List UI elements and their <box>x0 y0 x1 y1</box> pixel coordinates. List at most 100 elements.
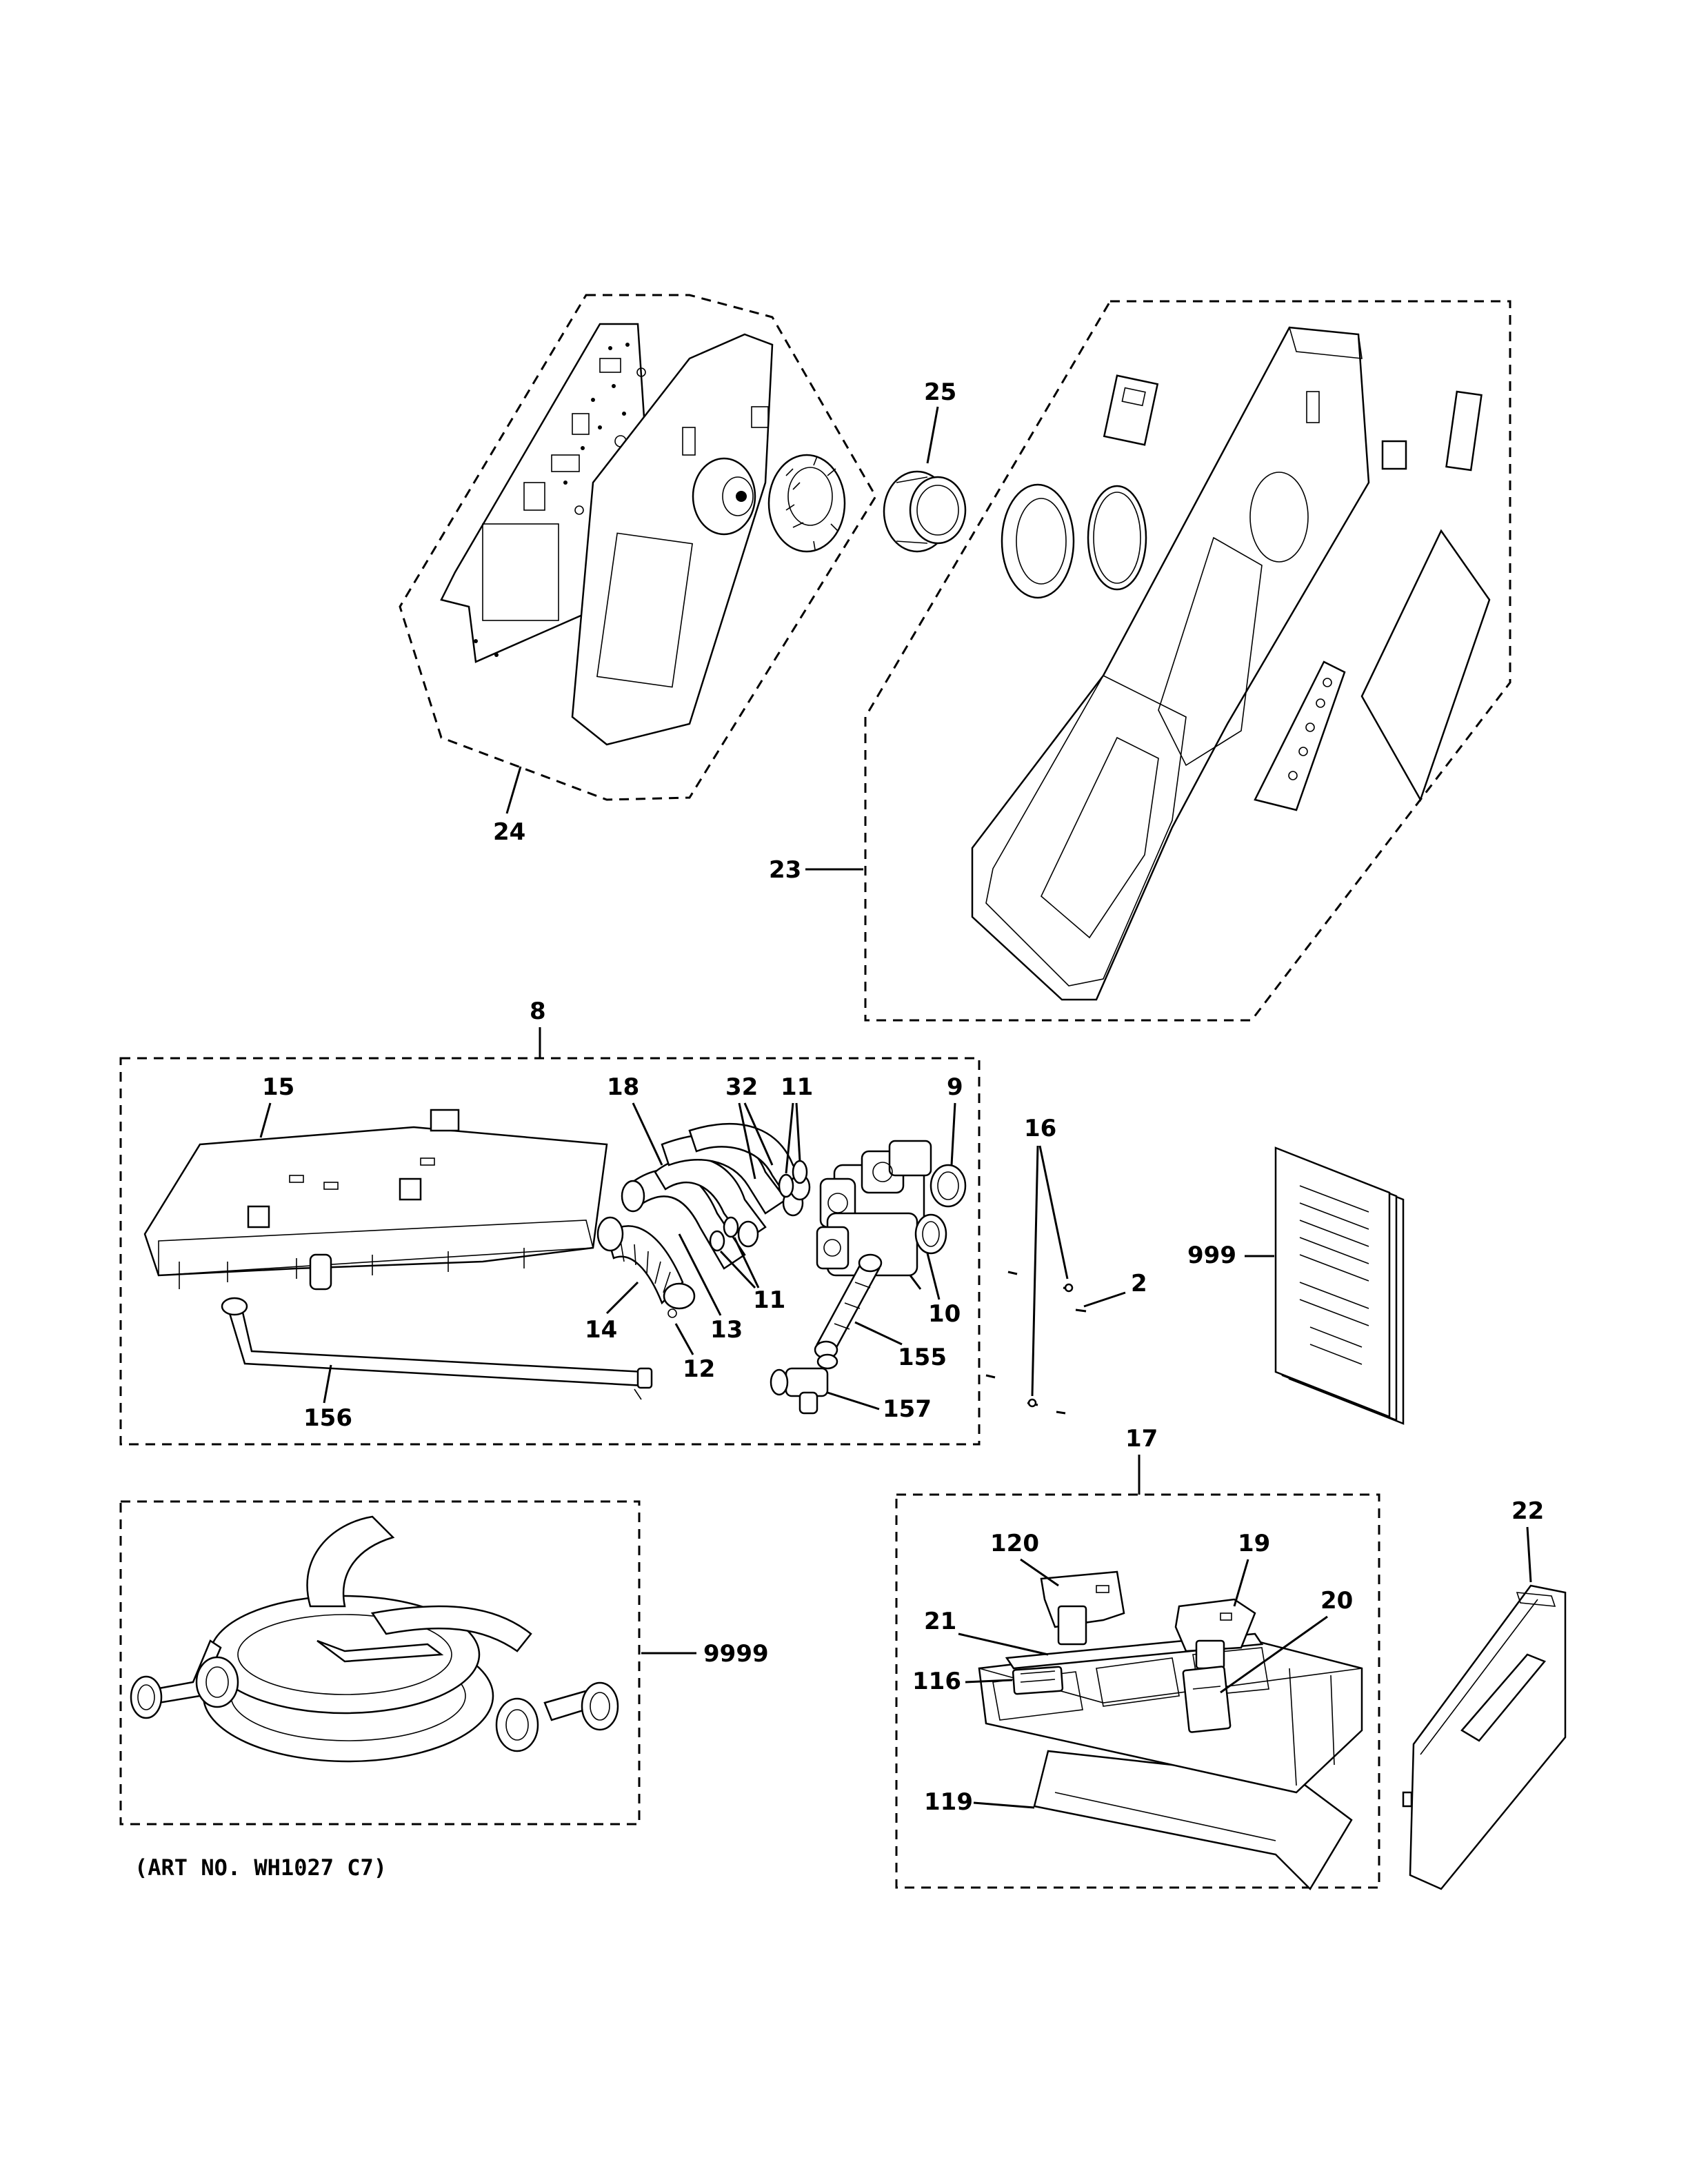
callout-156: 156 <box>303 1404 352 1432</box>
bezel-clip <box>751 406 769 428</box>
screws <box>985 1271 1087 1415</box>
manual-text-lines <box>1299 1185 1369 1365</box>
callout-22: 22 <box>1511 1497 1544 1525</box>
leader-20 <box>1220 1615 1328 1694</box>
bezel-slot <box>682 427 696 456</box>
leader-12 <box>674 1323 694 1355</box>
part-15-manifold <box>143 1109 608 1291</box>
part-10-water-valve <box>816 1212 947 1290</box>
leader-116 <box>965 1679 1013 1684</box>
panel-top-face <box>1288 327 1363 359</box>
knob-ring <box>767 454 846 553</box>
part-22-drawer-front <box>1402 1584 1567 1890</box>
callout-120: 120 <box>990 1530 1039 1557</box>
part-19-cup <box>1174 1598 1256 1670</box>
callout-24: 24 <box>493 818 525 846</box>
part-11-clamps <box>709 1160 808 1252</box>
leader-19 <box>1233 1559 1249 1607</box>
callout-14: 14 <box>585 1316 617 1344</box>
leader-119 <box>973 1801 1035 1809</box>
knob-bezel-ring <box>1001 483 1075 599</box>
group-17-boundary <box>895 1493 1380 1889</box>
callout-155: 155 <box>898 1344 947 1371</box>
callout-11-bottom: 11 <box>753 1286 785 1314</box>
callout-116: 116 <box>912 1668 961 1695</box>
leader-156 <box>323 1364 332 1404</box>
part-156-tube <box>221 1297 653 1400</box>
callout-16: 16 <box>1024 1115 1056 1142</box>
part-999-manual <box>1274 1146 1405 1425</box>
callout-13: 13 <box>710 1316 743 1344</box>
leader-10 <box>926 1253 941 1300</box>
leader-2 <box>1083 1291 1126 1308</box>
callout-21: 21 <box>924 1608 956 1635</box>
leader-15 <box>259 1102 272 1138</box>
leader-22 <box>1526 1526 1532 1583</box>
panel-knob-hole <box>1249 472 1309 563</box>
callout-32: 32 <box>725 1073 758 1101</box>
callout-17: 17 <box>1125 1425 1158 1453</box>
callout-11-top: 11 <box>781 1073 813 1101</box>
callout-10: 10 <box>928 1300 961 1328</box>
leader-32b <box>743 1102 774 1166</box>
group-23-control-panel <box>864 300 1511 1022</box>
leader-9 <box>950 1102 956 1166</box>
group-23-boundary <box>864 300 1511 1022</box>
manifold-tab <box>430 1109 460 1132</box>
art-number: (ART NO. WH1027 C7) <box>134 1854 387 1881</box>
callout-999: 999 <box>1187 1242 1236 1269</box>
panel-badge <box>1306 391 1320 423</box>
leader-157 <box>827 1391 880 1410</box>
knob-ring-ribs <box>785 456 838 550</box>
manifold-ribs <box>179 1248 525 1289</box>
group-9999-boundary <box>119 1500 641 1826</box>
callout-25: 25 <box>924 378 956 406</box>
group-24-boundary <box>399 294 877 801</box>
display-cover <box>1360 529 1491 802</box>
callout-15: 15 <box>262 1073 294 1101</box>
leader-155 <box>854 1321 903 1346</box>
leader-16b <box>1031 1145 1039 1397</box>
button-strip-buttons <box>1288 678 1332 780</box>
callout-119: 119 <box>924 1788 973 1816</box>
leader-13 <box>678 1233 722 1316</box>
part-20-siphon <box>1182 1666 1232 1733</box>
leader-120 <box>1020 1558 1059 1587</box>
part-25-knob <box>883 470 967 553</box>
part-120-cup <box>1040 1570 1125 1646</box>
leader-11c <box>719 1250 756 1289</box>
callout-12: 12 <box>683 1355 715 1383</box>
group-8-boundary <box>119 1057 981 1446</box>
callout-18: 18 <box>607 1073 639 1101</box>
part-9999-inlet-hoses <box>130 1515 619 1763</box>
latch-part-c <box>1445 390 1483 472</box>
callout-19: 19 <box>1238 1530 1270 1557</box>
callout-9: 9 <box>947 1073 963 1101</box>
callout-20: 20 <box>1320 1587 1353 1615</box>
manifold-outlet <box>309 1253 332 1291</box>
leader-21 <box>958 1632 1049 1656</box>
latch-part-a <box>1103 374 1159 446</box>
part-14-corrugated-hose <box>596 1216 684 1305</box>
display-window <box>596 532 693 688</box>
leader-11d <box>733 1237 760 1288</box>
group-24-control-board <box>399 294 877 801</box>
dispenser-opening <box>1158 536 1263 767</box>
dispenser-drawer-frame <box>985 674 1187 987</box>
leader-11b <box>795 1102 801 1162</box>
callout-9999: 9999 <box>703 1640 769 1668</box>
part-116-lever <box>1012 1666 1064 1695</box>
leader-11a <box>785 1102 794 1174</box>
leader-16a <box>1038 1145 1069 1280</box>
callout-157: 157 <box>883 1395 932 1423</box>
leader-25 <box>926 406 939 464</box>
callout-23: 23 <box>769 856 801 884</box>
part-157-fitting <box>770 1353 838 1415</box>
callout-2: 2 <box>1131 1270 1147 1297</box>
part-12-clamp <box>663 1282 696 1318</box>
control-bezel-frame <box>571 333 774 746</box>
latch-part-b <box>1381 440 1407 470</box>
leader-18 <box>632 1102 663 1166</box>
callout-8: 8 <box>530 998 546 1025</box>
